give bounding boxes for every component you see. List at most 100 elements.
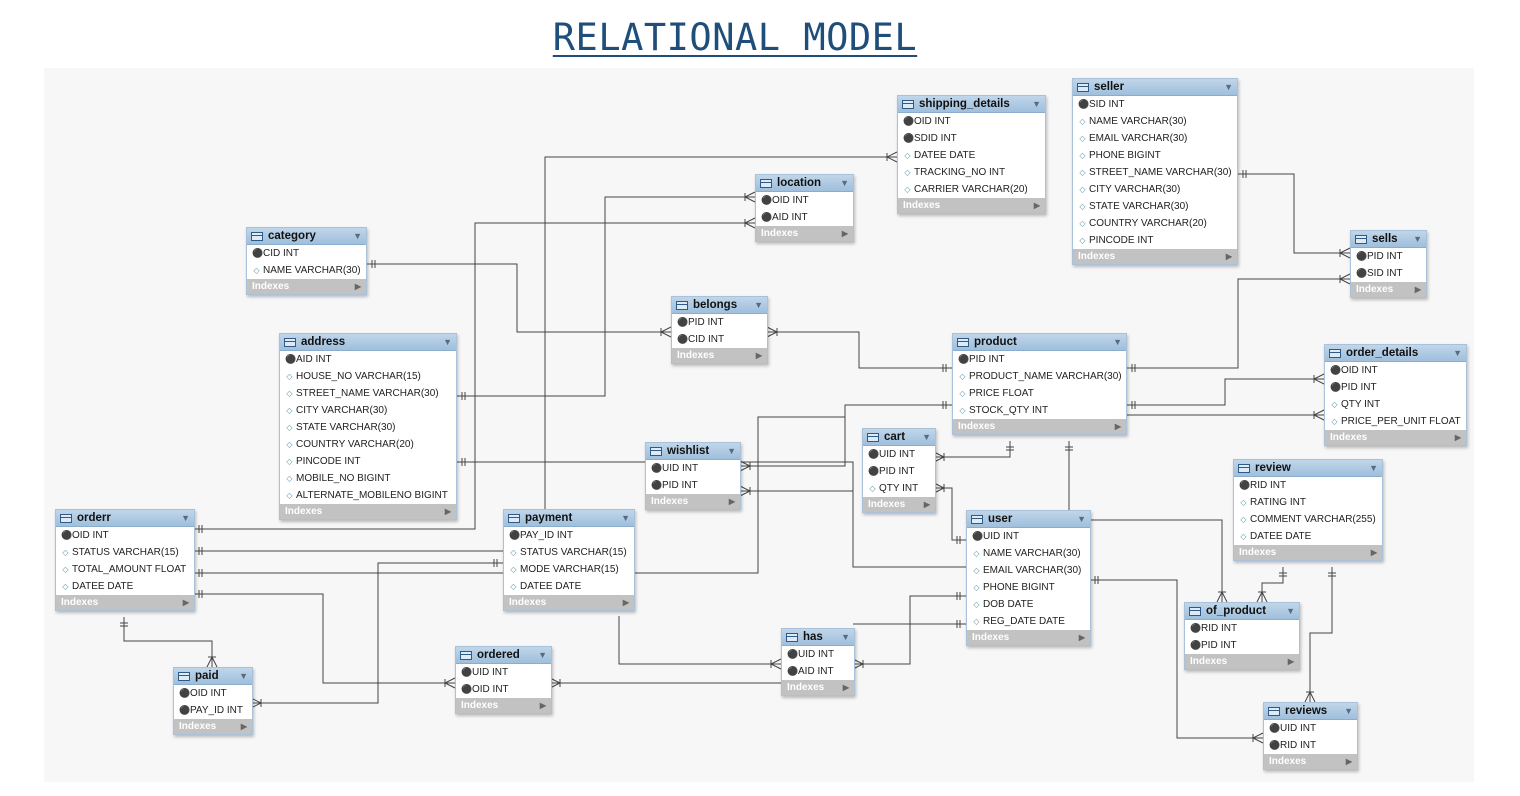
column-row[interactable]: ⚫PAY_ID INT	[174, 702, 252, 719]
indexes-section[interactable]: Indexes▶	[863, 497, 935, 512]
table-header[interactable]: shipping_details▼	[898, 96, 1045, 113]
column-row[interactable]: ⚫OID INT	[56, 527, 194, 544]
dropdown-arrow-icon[interactable]: ▼	[1113, 337, 1122, 347]
column-row[interactable]: ◇PINCODE INT	[280, 453, 456, 470]
table-address[interactable]: address▼⚫AID INT◇HOUSE_NO VARCHAR(15)◇ST…	[279, 333, 457, 520]
expand-arrow-icon[interactable]: ▶	[728, 497, 735, 506]
column-row[interactable]: ⚫CID INT	[247, 245, 366, 262]
table-product[interactable]: product▼⚫PID INT◇PRODUCT_NAME VARCHAR(30…	[952, 333, 1127, 435]
column-row[interactable]: ⚫RID INT	[1234, 477, 1382, 494]
table-header[interactable]: payment▼	[504, 510, 634, 527]
column-row[interactable]: ⚫SID INT	[1351, 265, 1426, 282]
expand-arrow-icon[interactable]: ▶	[1033, 201, 1040, 210]
expand-arrow-icon[interactable]: ▶	[1414, 285, 1421, 294]
expand-arrow-icon[interactable]: ▶	[182, 598, 189, 607]
column-row[interactable]: ◇STATUS VARCHAR(15)	[504, 544, 634, 561]
column-row[interactable]: ⚫AID INT	[280, 351, 456, 368]
column-row[interactable]: ◇COUNTRY VARCHAR(20)	[1073, 215, 1237, 232]
column-row[interactable]: ⚫OID INT	[1325, 362, 1466, 379]
expand-arrow-icon[interactable]: ▶	[1225, 252, 1232, 261]
column-row[interactable]: ⚫UID INT	[782, 646, 854, 663]
column-row[interactable]: ⚫OID INT	[898, 113, 1045, 130]
column-row[interactable]: ◇QTY INT	[1325, 396, 1466, 413]
table-review[interactable]: review▼⚫RID INT◇RATING INT◇COMMENT VARCH…	[1233, 459, 1383, 561]
dropdown-arrow-icon[interactable]: ▼	[181, 513, 190, 523]
dropdown-arrow-icon[interactable]: ▼	[621, 513, 630, 523]
column-row[interactable]: ⚫UID INT	[646, 460, 740, 477]
table-header[interactable]: orderr▼	[56, 510, 194, 527]
indexes-section[interactable]: Indexes▶	[967, 630, 1090, 645]
expand-arrow-icon[interactable]: ▶	[755, 351, 762, 360]
column-row[interactable]: ⚫AID INT	[782, 663, 854, 680]
table-seller[interactable]: seller▼⚫SID INT◇NAME VARCHAR(30)◇EMAIL V…	[1072, 78, 1238, 265]
indexes-section[interactable]: Indexes▶	[1351, 282, 1426, 297]
column-row[interactable]: ⚫PID INT	[1325, 379, 1466, 396]
table-user[interactable]: user▼⚫UID INT◇NAME VARCHAR(30)◇EMAIL VAR…	[966, 510, 1091, 646]
column-row[interactable]: ⚫UID INT	[967, 528, 1090, 545]
table-order_details[interactable]: order_details▼⚫OID INT⚫PID INT◇QTY INT◇P…	[1324, 344, 1467, 446]
table-header[interactable]: of_product▼	[1185, 603, 1299, 620]
dropdown-arrow-icon[interactable]: ▼	[922, 432, 931, 442]
column-row[interactable]: ⚫RID INT	[1264, 737, 1357, 754]
column-row[interactable]: ◇PHONE BIGINT	[1073, 147, 1237, 164]
column-row[interactable]: ⚫UID INT	[1264, 720, 1357, 737]
table-header[interactable]: sells▼	[1351, 231, 1426, 248]
dropdown-arrow-icon[interactable]: ▼	[1224, 82, 1233, 92]
column-row[interactable]: ◇PINCODE INT	[1073, 232, 1237, 249]
table-header[interactable]: order_details▼	[1325, 345, 1466, 362]
column-row[interactable]: ◇PHONE BIGINT	[967, 579, 1090, 596]
column-row[interactable]: ⚫SID INT	[1073, 96, 1237, 113]
column-row[interactable]: ◇NAME VARCHAR(30)	[247, 262, 366, 279]
dropdown-arrow-icon[interactable]: ▼	[1032, 99, 1041, 109]
column-row[interactable]: ◇CARRIER VARCHAR(20)	[898, 181, 1045, 198]
dropdown-arrow-icon[interactable]: ▼	[1286, 606, 1295, 616]
column-row[interactable]: ◇MOBILE_NO BIGINT	[280, 470, 456, 487]
indexes-section[interactable]: Indexes▶	[280, 504, 456, 519]
column-row[interactable]: ⚫SDID INT	[898, 130, 1045, 147]
dropdown-arrow-icon[interactable]: ▼	[443, 337, 452, 347]
dropdown-arrow-icon[interactable]: ▼	[353, 231, 362, 241]
dropdown-arrow-icon[interactable]: ▼	[1077, 514, 1086, 524]
column-row[interactable]: ◇NAME VARCHAR(30)	[1073, 113, 1237, 130]
table-orderr[interactable]: orderr▼⚫OID INT◇STATUS VARCHAR(15)◇TOTAL…	[55, 509, 195, 611]
column-row[interactable]: ◇COUNTRY VARCHAR(20)	[280, 436, 456, 453]
table-header[interactable]: location▼	[756, 175, 853, 192]
dropdown-arrow-icon[interactable]: ▼	[841, 632, 850, 642]
indexes-section[interactable]: Indexes▶	[247, 279, 366, 294]
column-row[interactable]: ◇DATEE DATE	[56, 578, 194, 595]
table-header[interactable]: belongs▼	[672, 297, 767, 314]
expand-arrow-icon[interactable]: ▶	[444, 507, 451, 516]
column-row[interactable]: ◇TOTAL_AMOUNT FLOAT	[56, 561, 194, 578]
column-row[interactable]: ⚫PID INT	[953, 351, 1126, 368]
expand-arrow-icon[interactable]: ▶	[923, 500, 930, 509]
indexes-section[interactable]: Indexes▶	[1185, 654, 1299, 669]
expand-arrow-icon[interactable]: ▶	[842, 683, 849, 692]
table-header[interactable]: wishlist▼	[646, 443, 740, 460]
column-row[interactable]: ⚫CID INT	[672, 331, 767, 348]
column-row[interactable]: ◇REG_DATE DATE	[967, 613, 1090, 630]
dropdown-arrow-icon[interactable]: ▼	[1413, 234, 1422, 244]
column-row[interactable]: ◇STREET_NAME VARCHAR(30)	[1073, 164, 1237, 181]
expand-arrow-icon[interactable]: ▶	[354, 282, 361, 291]
expand-arrow-icon[interactable]: ▶	[1114, 422, 1121, 431]
column-row[interactable]: ◇STATUS VARCHAR(15)	[56, 544, 194, 561]
table-category[interactable]: category▼⚫CID INT◇NAME VARCHAR(30)Indexe…	[246, 227, 367, 295]
indexes-section[interactable]: Indexes▶	[672, 348, 767, 363]
column-row[interactable]: ◇CITY VARCHAR(30)	[1073, 181, 1237, 198]
table-header[interactable]: paid▼	[174, 668, 252, 685]
column-row[interactable]: ◇DOB DATE	[967, 596, 1090, 613]
column-row[interactable]: ◇NAME VARCHAR(30)	[967, 545, 1090, 562]
column-row[interactable]: ◇COMMENT VARCHAR(255)	[1234, 511, 1382, 528]
column-row[interactable]: ◇ALTERNATE_MOBILENO BIGINT	[280, 487, 456, 504]
table-header[interactable]: has▼	[782, 629, 854, 646]
expand-arrow-icon[interactable]: ▶	[1370, 548, 1377, 557]
column-row[interactable]: ⚫UID INT	[456, 664, 551, 681]
table-header[interactable]: product▼	[953, 334, 1126, 351]
dropdown-arrow-icon[interactable]: ▼	[754, 300, 763, 310]
indexes-section[interactable]: Indexes▶	[56, 595, 194, 610]
table-header[interactable]: user▼	[967, 511, 1090, 528]
